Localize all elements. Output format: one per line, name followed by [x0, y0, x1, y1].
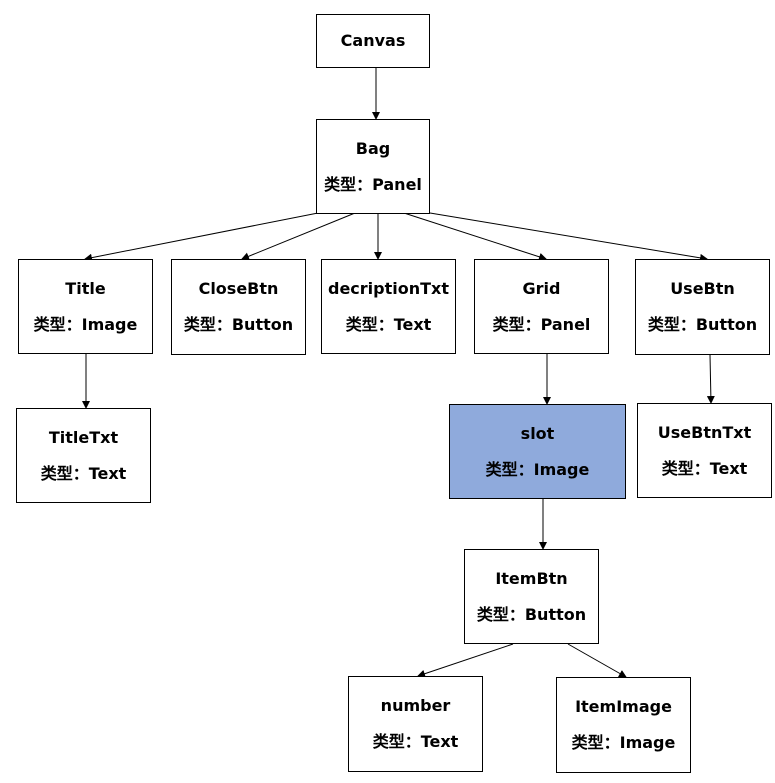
node-bag: Bag 类型：Panel	[316, 119, 430, 214]
node-grid: Grid 类型：Panel	[474, 259, 609, 354]
edge-bag-to-title	[84, 212, 319, 262]
node-canvas-name: Canvas	[340, 31, 406, 50]
node-usebtntxt-type: 类型：Text	[661, 458, 748, 478]
edge-bag-to-grid	[403, 212, 547, 261]
node-closebtn-type: 类型：Button	[183, 315, 294, 334]
node-usebtn-type: 类型：Button	[647, 315, 758, 334]
node-canvas: Canvas	[316, 14, 430, 68]
node-titletxt-type: 类型：Text	[40, 463, 127, 483]
node-title: Title 类型：Image	[18, 259, 153, 354]
node-number-name: number	[380, 696, 451, 715]
node-slot-type: 类型：Image	[485, 459, 590, 479]
node-itembtn-type: 类型：Button	[476, 604, 587, 624]
node-usebtntxt-name: UseBtnTxt	[657, 422, 752, 442]
node-itemimage-type: 类型：Image	[571, 733, 676, 752]
node-title-name: Title	[65, 278, 106, 298]
node-closebtn-name: CloseBtn	[198, 279, 279, 298]
node-number-type: 类型：Text	[372, 732, 459, 751]
node-decriptiontxt: decriptionTxt 类型：Text	[321, 259, 456, 354]
node-usebtn: UseBtn 类型：Button	[635, 259, 770, 355]
node-closebtn: CloseBtn 类型：Button	[171, 259, 306, 355]
node-slot: slot 类型：Image	[449, 404, 626, 499]
node-decriptiontxt-name: decriptionTxt	[327, 278, 449, 298]
edge-bag-to-closebtn	[241, 212, 356, 261]
node-itembtn: ItemBtn 类型：Button	[464, 549, 599, 644]
node-grid-type: 类型：Panel	[492, 314, 591, 334]
edge-usebtn-to-usebtntxt	[706, 354, 715, 404]
node-itemimage: ItemImage 类型：Image	[556, 677, 691, 773]
node-usebtntxt: UseBtnTxt 类型：Text	[637, 403, 772, 498]
node-itemimage-name: ItemImage	[575, 697, 672, 716]
node-titletxt-name: TitleTxt	[48, 427, 119, 447]
edge-itembtn-to-number	[417, 643, 514, 678]
node-bag-type: 类型：Panel	[324, 174, 422, 194]
node-decriptiontxt-type: 类型：Text	[345, 314, 432, 334]
node-bag-name: Bag	[355, 138, 391, 158]
node-usebtn-name: UseBtn	[670, 279, 735, 298]
node-slot-name: slot	[520, 423, 555, 443]
edge-bag-to-usebtn	[429, 212, 708, 262]
node-titletxt: TitleTxt 类型：Text	[16, 408, 151, 503]
node-number: number 类型：Text	[348, 676, 483, 772]
node-grid-name: Grid	[522, 278, 561, 298]
node-title-type: 类型：Image	[33, 314, 138, 334]
edge-itembtn-to-itemimage	[567, 643, 627, 678]
node-itembtn-name: ItemBtn	[495, 568, 568, 588]
